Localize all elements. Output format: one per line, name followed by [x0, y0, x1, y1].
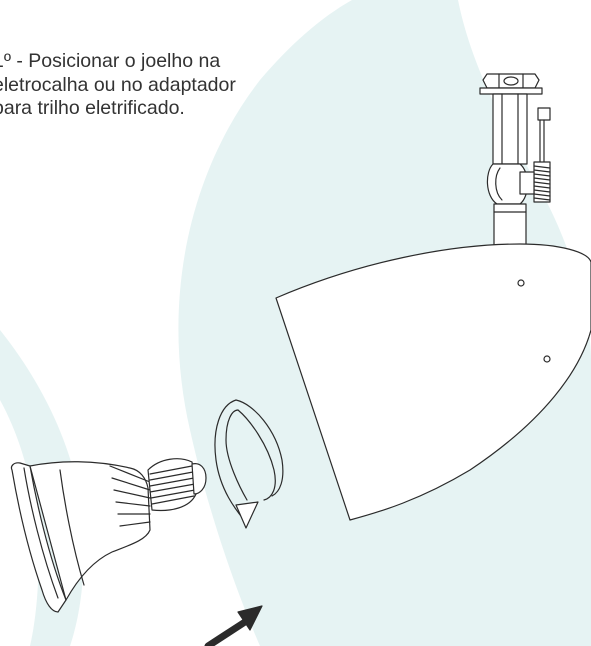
- rotate-arrow-icon: [214, 399, 284, 529]
- mount-clamp-shade: [495, 167, 503, 201]
- insert-direction-arrow-icon: [204, 605, 263, 646]
- lamp-lens-inner: [23, 467, 59, 599]
- instruction-line-3: para trilho eletrificado.: [0, 97, 185, 119]
- instruction-line-1: 1º - Posicionar o joelho na: [0, 50, 221, 72]
- lamp-contact: [191, 463, 207, 495]
- background-leaf-left-inner: [0, 400, 39, 646]
- mount-lever: [537, 107, 551, 121]
- mount-body: [492, 93, 528, 165]
- lamp-reflector: [29, 461, 151, 601]
- direction-arrow-shaft: [204, 616, 252, 646]
- par-lamp-bulb-icon: [10, 458, 207, 613]
- mount-nut: [482, 73, 540, 89]
- rotate-arrow-band: [214, 399, 284, 521]
- lamp-reflector-line: [59, 469, 85, 586]
- mount-neck: [493, 203, 527, 251]
- rotate-arrow-head: [235, 501, 259, 529]
- lamp-screw-threads: [149, 465, 196, 505]
- mount-nut-hole: [503, 76, 519, 86]
- housing-screw-1: [517, 279, 525, 287]
- mount-clamp-tab: [519, 171, 535, 195]
- housing-outline: [275, 243, 591, 521]
- spotlight-housing-icon: [275, 243, 591, 521]
- track-mount-bracket-icon: [479, 73, 551, 251]
- mount-washer: [479, 87, 543, 95]
- lamp-neck-lines: [109, 465, 151, 527]
- mount-spring: [533, 161, 551, 203]
- housing-screw-2: [543, 355, 551, 363]
- direction-arrow-head: [237, 605, 263, 631]
- instruction-text: 1º - Posicionar o joelho na eletrocalha …: [0, 50, 333, 121]
- instruction-line-2: eletrocalha ou no adaptador: [0, 73, 236, 96]
